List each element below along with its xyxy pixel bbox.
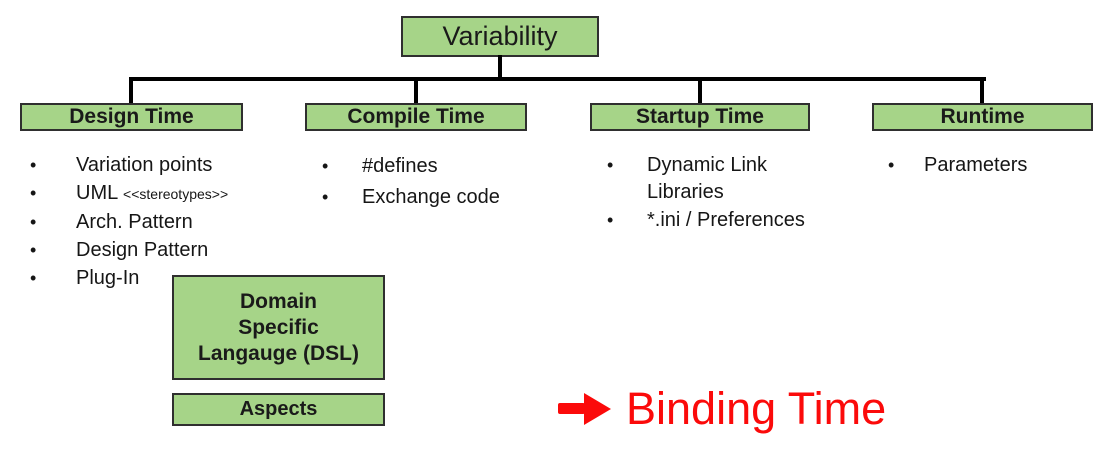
list-item-text: UML <<stereotypes>> — [76, 180, 228, 208]
binding-time-caption: Binding Time — [558, 386, 886, 431]
compile-time-list: • #defines • Exchange code — [322, 151, 500, 213]
binding-time-caption-text: Binding Time — [626, 383, 887, 434]
list-item-text: Exchange code — [362, 186, 500, 208]
stereotypes-small-text: <<stereotypes>> — [123, 186, 229, 202]
list-item: • Arch. Pattern — [30, 209, 228, 236]
bullet-icon: • — [30, 183, 37, 203]
list-item: • Plug-In — [30, 265, 228, 292]
list-item: • Parameters — [888, 152, 1027, 179]
variability-root-box: Variability — [401, 16, 599, 57]
connector-startup-stub — [698, 77, 702, 104]
compile-time-box: Compile Time — [305, 103, 527, 131]
bullet-icon: • — [322, 156, 329, 176]
list-item-text: *.ini / Preferences — [647, 209, 805, 231]
list-item: • Dynamic Link Libraries — [607, 152, 815, 206]
runtime-list: • Parameters — [888, 152, 1027, 180]
list-item-text: Variation points — [76, 154, 213, 176]
list-item-text: #defines — [362, 155, 438, 177]
connector-design-stub — [129, 77, 133, 104]
compile-time-label: Compile Time — [347, 105, 485, 128]
design-time-box: Design Time — [20, 103, 243, 131]
bullet-icon: • — [888, 155, 895, 175]
list-item-text: Dynamic Link Libraries — [647, 154, 768, 203]
dsl-box: Domain Specific Langauge (DSL) — [172, 275, 385, 380]
uml-text: UML — [76, 182, 124, 204]
startup-time-label: Startup Time — [636, 105, 764, 128]
list-item-text: Design Pattern — [76, 239, 209, 261]
connector-compile-stub — [414, 77, 418, 104]
bullet-icon: • — [30, 240, 37, 260]
aspects-label: Aspects — [239, 398, 318, 420]
dsl-line-1: Domain — [239, 289, 317, 313]
list-item: • Variation points — [30, 152, 228, 179]
bullet-icon: • — [607, 155, 614, 175]
dsl-line-2: Specific — [238, 315, 319, 339]
aspects-box: Aspects — [172, 393, 385, 426]
list-item: • Design Pattern — [30, 237, 228, 264]
list-item: • UML <<stereotypes>> — [30, 180, 228, 208]
connector-horizontal-line — [129, 77, 986, 81]
list-item-text: Arch. Pattern — [76, 211, 193, 233]
runtime-label: Runtime — [940, 105, 1025, 128]
bullet-icon: • — [30, 155, 37, 175]
design-time-list: • Variation points • UML <<stereotypes>>… — [30, 152, 228, 293]
design-time-label: Design Time — [69, 105, 194, 128]
variability-root-label: Variability — [442, 21, 558, 51]
list-item: • Exchange code — [322, 182, 500, 212]
list-item-text: Plug-In — [76, 267, 140, 289]
connector-root-stub — [498, 55, 502, 79]
dsl-line-3: Langauge (DSL) — [198, 341, 359, 365]
arrow-right-icon — [558, 392, 611, 425]
startup-time-box: Startup Time — [590, 103, 810, 131]
bullet-icon: • — [30, 212, 37, 232]
list-item: • #defines — [322, 151, 500, 181]
bullet-icon: • — [322, 187, 329, 207]
connector-runtime-stub — [980, 77, 984, 104]
bullet-icon: • — [607, 210, 614, 230]
runtime-box: Runtime — [872, 103, 1093, 131]
bullet-icon: • — [30, 268, 37, 288]
startup-time-list: • Dynamic Link Libraries • *.ini / Prefe… — [607, 152, 815, 235]
list-item-text: Parameters — [924, 154, 1028, 176]
list-item: • *.ini / Preferences — [607, 207, 815, 234]
